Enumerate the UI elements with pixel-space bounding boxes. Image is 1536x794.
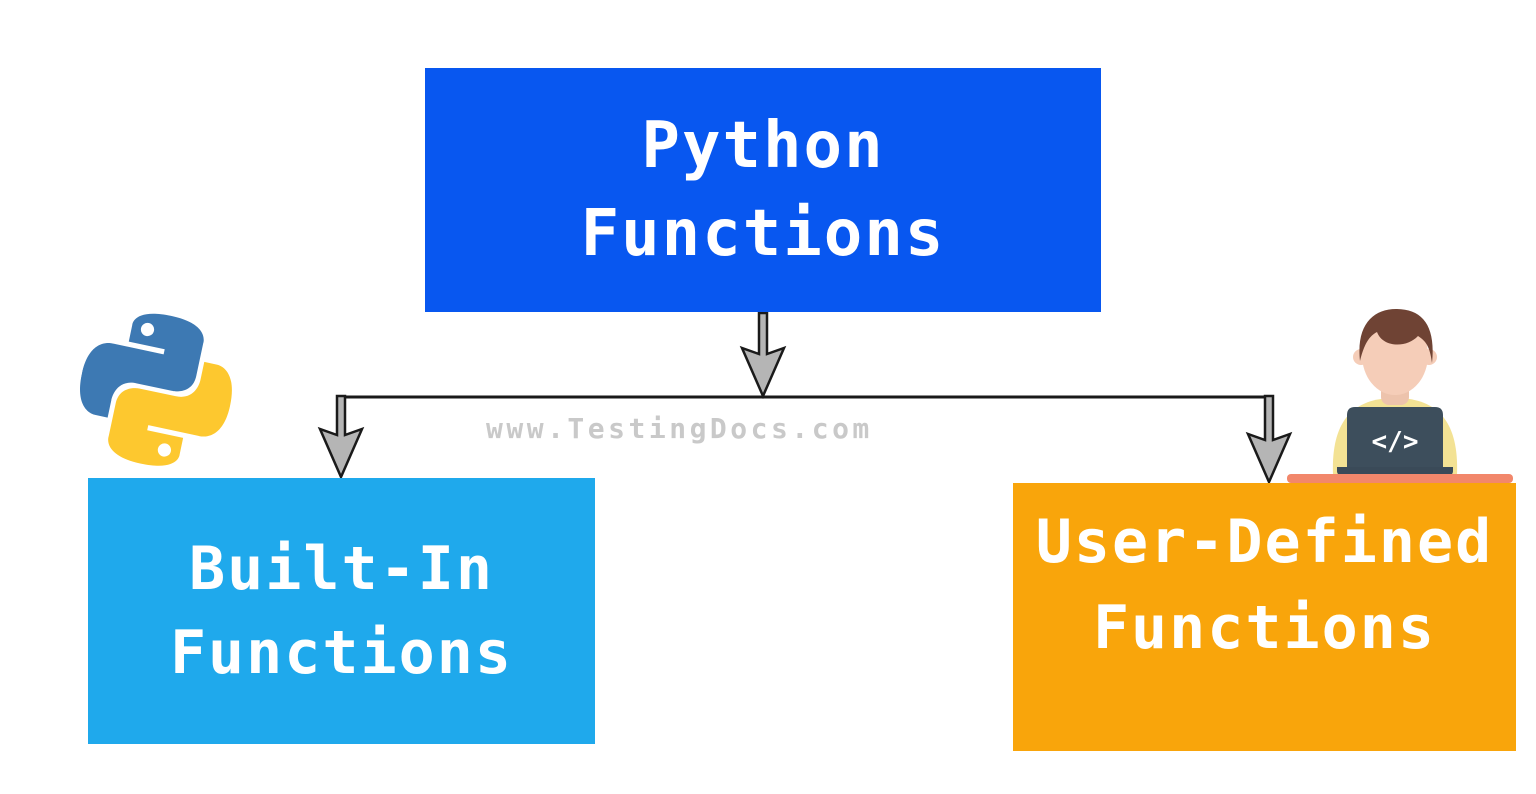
developer-hair <box>1359 309 1433 363</box>
python-logo-blue-snake <box>80 313 204 418</box>
node-label-line: User-Defined <box>1035 507 1494 577</box>
arrow-down-center <box>739 311 787 400</box>
node-label-line: Python <box>641 109 885 183</box>
python-logo-icon <box>80 313 232 466</box>
arrow-down-right <box>1245 394 1293 486</box>
node-label-line: Functions <box>580 197 946 271</box>
laptop-code-icon: </> <box>1372 427 1419 457</box>
developer-at-laptop-illustration: </> <box>1287 309 1513 483</box>
node-built-in-functions: Built-In Functions <box>88 478 595 744</box>
watermark-text: www.TestingDocs.com <box>486 412 873 445</box>
node-python-functions: Python Functions <box>425 68 1101 312</box>
laptop-screen <box>1347 407 1443 467</box>
python-logo-yellow-snake <box>108 361 232 466</box>
arrow-down-left <box>317 394 365 481</box>
node-user-defined-functions: User-Defined Functions <box>1013 483 1516 751</box>
desk-bar <box>1287 474 1513 483</box>
node-label-line: Functions <box>1092 593 1437 663</box>
node-label-line: Built-In <box>189 534 494 604</box>
laptop-base <box>1337 467 1453 476</box>
node-label-line: Functions <box>169 618 514 688</box>
